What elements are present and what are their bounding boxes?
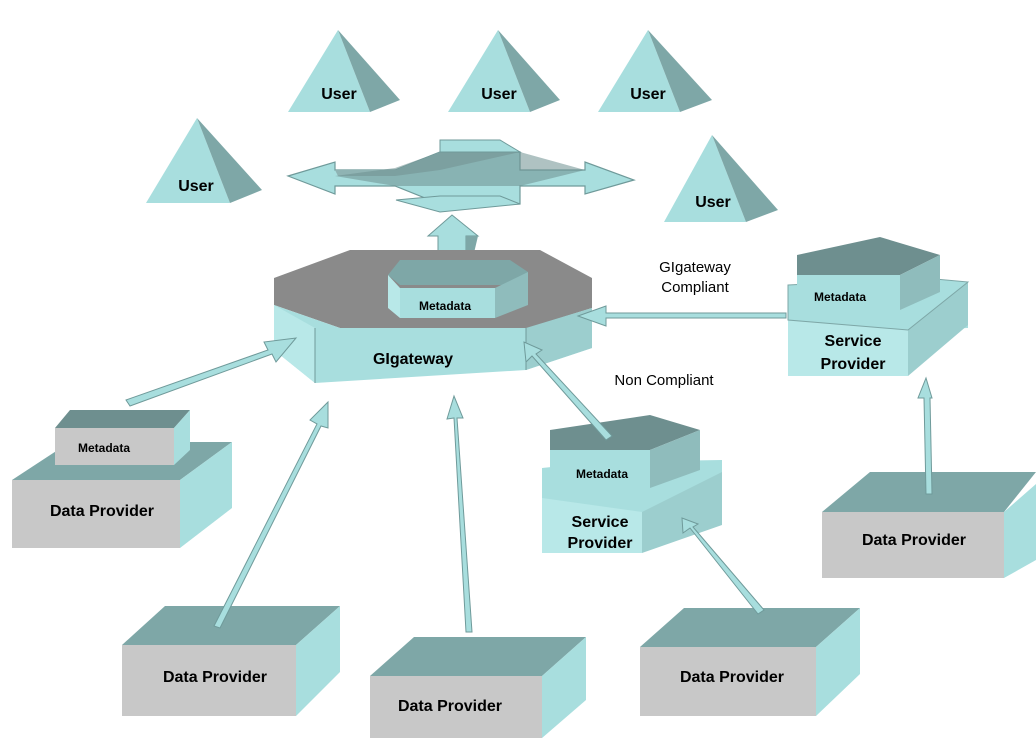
service-provider-metadata-label: Metadata: [576, 467, 628, 481]
data-provider-label: Data Provider: [680, 669, 784, 686]
data-provider-box: Data Provider: [640, 608, 860, 716]
non-compliant-annotation: Non Compliant: [614, 372, 714, 389]
user-label: User: [630, 86, 666, 103]
data-provider-box: Data Provider: [370, 637, 586, 738]
user-node: User: [288, 30, 400, 112]
data-provider-label: Data Provider: [163, 669, 267, 686]
four-way-arrow: [286, 139, 636, 213]
arrow-spr-to-gateway: [576, 305, 787, 327]
gigateway-label: GIgateway: [373, 351, 453, 368]
data-provider-box: Data Provider: [822, 472, 1036, 578]
data-provider-label: Data Provider: [862, 532, 966, 549]
arrow-left-to-gateway: [125, 337, 298, 407]
user-label: User: [321, 86, 357, 103]
compliant-annotation-line2: Compliant: [661, 279, 729, 296]
user-node: User: [146, 118, 262, 203]
gigateway-node: GIgateway Metadata: [274, 250, 592, 383]
user-label: User: [695, 194, 731, 211]
arrow-dp2-to-gateway: [446, 394, 473, 633]
arrow-dp3-to-sp: [681, 517, 765, 615]
arrow-sp-to-gateway: [523, 341, 613, 441]
service-provider-label-line1: Service: [572, 514, 629, 531]
service-provider-metadata-label: Metadata: [814, 290, 866, 304]
user-label: User: [481, 86, 517, 103]
connector-arrows: [125, 305, 933, 633]
user-node: User: [448, 30, 560, 112]
service-provider-right: Metadata Service Provider: [787, 237, 970, 376]
data-provider-left: Metadata Data Provider: [12, 410, 232, 548]
gateway-metadata-label: Metadata: [419, 299, 471, 313]
data-provider-label: Data Provider: [398, 698, 502, 715]
user-node: User: [664, 135, 778, 222]
user-label: User: [178, 178, 214, 195]
user-node: User: [598, 30, 712, 112]
compliant-annotation-line1: GIgateway: [659, 259, 731, 276]
data-provider-metadata-label: Metadata: [78, 441, 130, 455]
service-provider-center: Metadata Service Provider: [542, 415, 722, 553]
service-provider-label-line1: Service: [825, 333, 882, 350]
arrow-dp1-to-gateway: [213, 400, 329, 629]
data-provider-box: Data Provider: [122, 606, 340, 716]
arrow-dp4-to-spr: [917, 376, 933, 495]
service-provider-label-line2: Provider: [568, 535, 633, 552]
data-provider-label: Data Provider: [50, 503, 154, 520]
service-provider-label-line2: Provider: [821, 356, 886, 373]
